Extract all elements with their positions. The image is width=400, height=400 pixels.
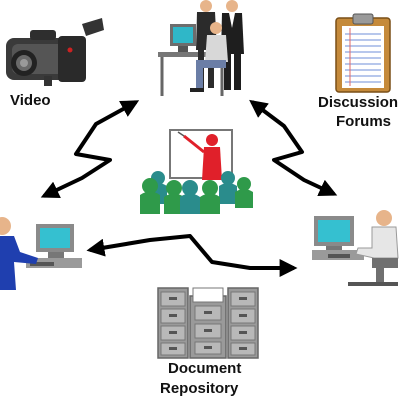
discussion-forums-label-line1: Discussion: [318, 94, 399, 111]
arrow-left-user-to-right-user: [86, 234, 298, 277]
presentation-audience-icon: [140, 129, 253, 214]
arrow-meeting-to-right-user: [249, 99, 338, 197]
clipboard-icon: [335, 13, 391, 93]
video-label: Video: [10, 92, 51, 109]
document-repository-label-line2: Repository: [160, 380, 239, 397]
arrow-meeting-to-left-user: [40, 100, 140, 198]
discussion-forums-label-line2: Forums: [336, 113, 392, 130]
filing-cabinets-icon: [157, 287, 259, 359]
document-repository-label-line1: Document: [168, 360, 242, 377]
person-at-computer-icon: [312, 210, 399, 286]
video-camera-icon: [6, 18, 104, 86]
team-at-computer-icon: [158, 0, 244, 96]
person-at-computer-icon: [0, 217, 82, 290]
